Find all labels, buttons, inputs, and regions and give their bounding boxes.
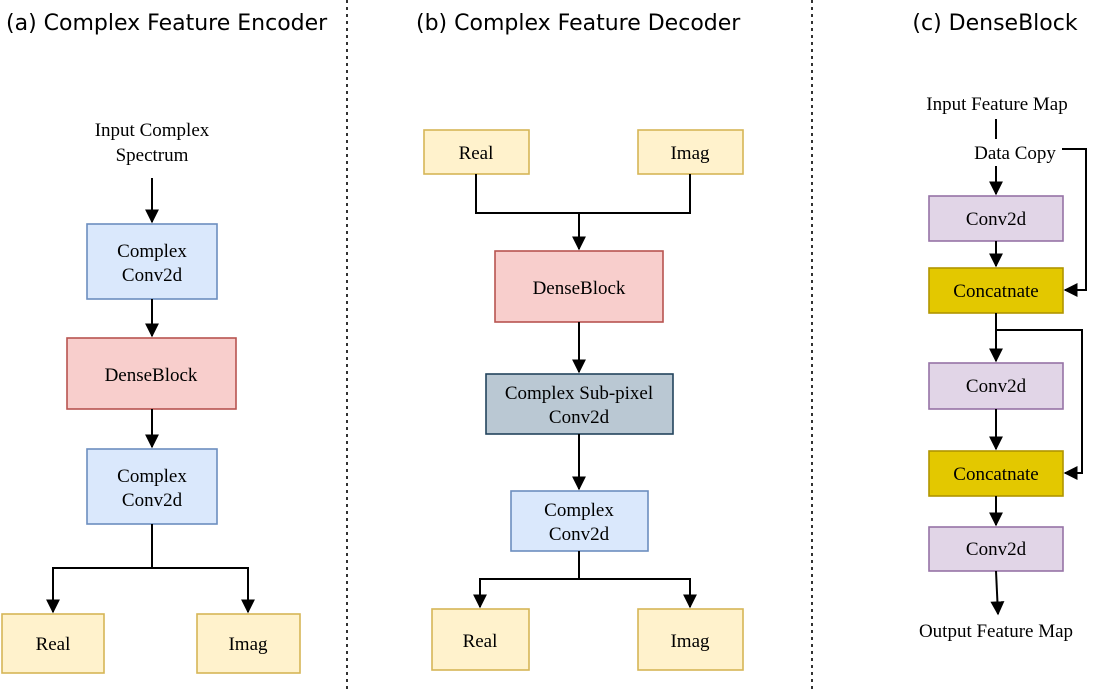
encoder-complex-conv2d-box-2[interactable] [86,448,218,525]
denseblock-conv2d-box-2[interactable] [928,362,1064,410]
encoder-input-label-line1: Input Complex [95,120,210,141]
encoder-arrow-conv2-imag [152,567,255,614]
encoder-conv2-label-line2: Conv2d [122,490,183,511]
denseblock-conv3-label: Conv2d [966,539,1027,560]
denseblock-conv2-label: Conv2d [966,376,1027,397]
denseblock-input-label: Input Feature Map [926,94,1067,115]
decoder-merge-line [475,174,691,214]
denseblock-concat2-label: Concatnate [953,464,1038,485]
denseblock-conv1-label: Conv2d [966,209,1027,230]
encoder-denseblock-box[interactable] [66,337,237,410]
decoder-imag-output-label: Imag [670,631,710,652]
decoder-arrow-conv-real [473,551,580,609]
encoder-imag-box[interactable] [196,613,301,674]
decoder-denseblock-label: DenseBlock [533,278,626,299]
decoder-imag-output-box[interactable] [637,608,744,671]
encoder-denseblock-label: DenseBlock [105,365,198,386]
decoder-conv-label-line1: Complex [544,500,614,521]
denseblock-title: (c) DenseBlock [912,11,1077,36]
denseblock-concat-box-1[interactable] [928,267,1064,314]
decoder-real-output-label: Real [463,631,498,652]
decoder-arrow-conv-imag [579,578,697,609]
denseblock-output-label: Output Feature Map [919,621,1073,642]
decoder-complex-conv2d-box[interactable] [510,490,649,552]
decoder-subpixel-label-line2: Conv2d [549,407,610,428]
decoder-subpixel-conv2d-box[interactable] [485,373,674,435]
denseblock-data-copy-label: Data Copy [974,143,1056,164]
encoder-conv1-label-line2: Conv2d [122,265,183,286]
denseblock-concat1-label: Concatnate [953,281,1038,302]
encoder-real-label: Real [36,634,71,655]
encoder-real-box[interactable] [1,613,105,674]
decoder-imag-input-box[interactable] [637,129,744,175]
encoder-imag-label: Imag [228,634,268,655]
encoder-input-label-line2: Spectrum [116,145,189,166]
encoder-arrow-conv2-real [46,524,153,614]
decoder-real-input-label: Real [459,143,494,164]
denseblock-skip-arrow-1 [1062,148,1087,297]
decoder-real-output-box[interactable] [431,608,530,671]
denseblock-conv2d-box-3[interactable] [928,526,1064,572]
denseblock-arrow-conv3-output [990,570,1005,616]
denseblock-skip-arrow-2 [996,329,1083,480]
encoder-conv1-label-line1: Complex [117,241,187,262]
encoder-conv2-label-line1: Complex [117,466,187,487]
encoder-title: (a) Complex Feature Encoder [6,11,328,36]
decoder-conv-label-line2: Conv2d [549,524,610,545]
denseblock-conv2d-box-1[interactable] [928,195,1064,242]
denseblock-concat-box-2[interactable] [928,450,1064,497]
decoder-subpixel-label-line1: Complex Sub-pixel [505,383,653,404]
decoder-imag-input-label: Imag [670,143,710,164]
decoder-title: (b) Complex Feature Decoder [416,11,741,36]
